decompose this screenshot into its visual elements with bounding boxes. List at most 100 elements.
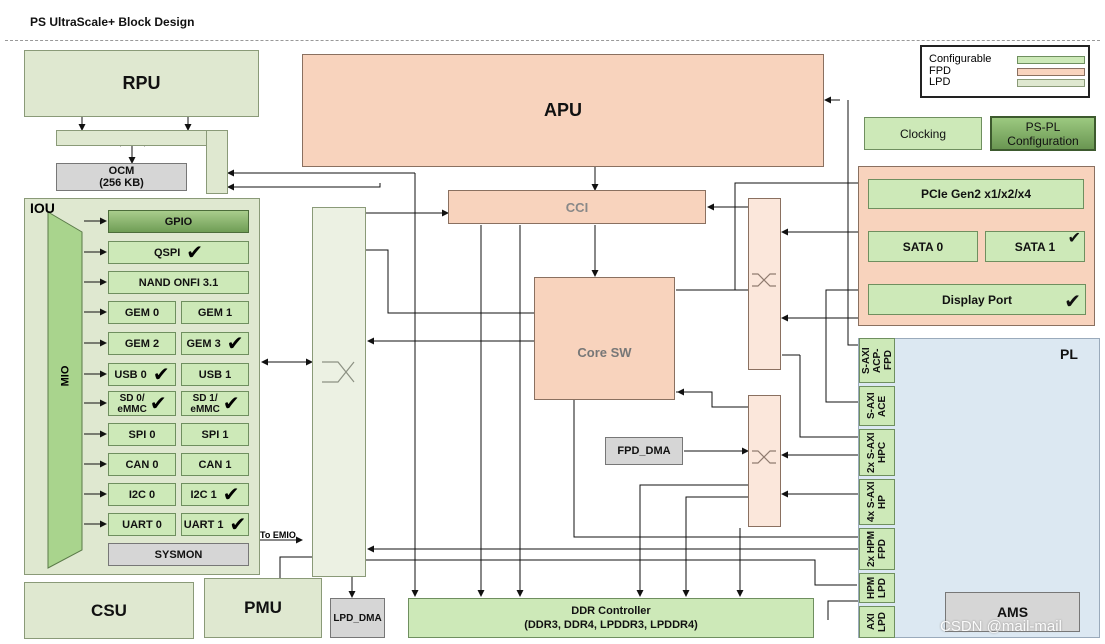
pl-port-hp-label: 4x S-AXI HP [866, 481, 888, 523]
iou-i2c1: I2C 1 ✔ [181, 483, 249, 506]
watermark: CSDN @mail-mail [940, 618, 1062, 635]
lpd-dma-block: LPD_DMA [330, 598, 385, 638]
ddr-title: DDR Controller [571, 605, 651, 617]
legend: Configurable FPD LPD [920, 45, 1090, 98]
pl-port-acp-label: S-AXI ACP-FPD [860, 347, 894, 374]
clocking-block: Clocking [864, 117, 982, 150]
core-sw-label: Core SW [577, 344, 632, 360]
iou-sd1: SD 1/eMMC ✔ [181, 391, 249, 416]
iou-usb1: USB 1 [181, 363, 249, 386]
ps-pl-configuration-block: PS-PL Configuration [990, 116, 1096, 151]
iou-sd0-line2: eMMC [117, 403, 147, 415]
ps-pl-line1: PS-PL [1025, 119, 1061, 134]
legend-lpd-swatch [1017, 79, 1085, 87]
iou-sd0-line1: SD 0/ [119, 392, 145, 404]
iou-nand: NAND ONFI 3.1 [108, 271, 249, 294]
iou-gem2: GEM 2 [108, 332, 176, 355]
iou-uart1-check-icon: ✔ [229, 513, 247, 536]
pl-port-ace: S-AXI ACE [859, 386, 895, 426]
ocm-size: (256 KB) [99, 177, 144, 189]
iou-gem1: GEM 1 [181, 301, 249, 324]
iou-can1: CAN 1 [181, 453, 249, 476]
iou-i2c1-label: I2C 1 [190, 488, 217, 501]
display-port-check-icon: ✔ [1064, 291, 1081, 313]
iou-uart0: UART 0 [108, 513, 176, 536]
legend-lpd-label: LPD [929, 76, 951, 88]
iou-sd1-line2: eMMC [190, 403, 220, 415]
iou-usb0-check-icon: ✔ [152, 363, 170, 386]
iou-sd1-check-icon: ✔ [222, 392, 240, 415]
pl-port-ace-label: S-AXI ACE [866, 392, 888, 420]
pl-port-hpc-label: 2x S-AXI HPC [866, 432, 888, 473]
iou-qspi: QSPI ✔ [108, 241, 249, 264]
ams-block: AMS [945, 592, 1080, 632]
sata1-block: SATA 1 ✔ [985, 230, 1085, 262]
iou-uart1-label: UART 1 [183, 518, 224, 531]
lpd-main-crossbar [312, 207, 366, 577]
iou-spi1: SPI 1 [181, 423, 249, 446]
csu-block: CSU [24, 582, 194, 639]
pl-port-hpm-lpd-label: HPM LPD [866, 576, 888, 600]
iou-can0: CAN 0 [108, 453, 176, 476]
apu-block: APU [302, 54, 824, 167]
iou-qspi-label: QSPI [153, 246, 181, 259]
fpd-dma-block: FPD_DMA [605, 437, 683, 465]
iou-usb0: USB 0 ✔ [108, 363, 176, 386]
iou-internal-arrows [84, 217, 107, 528]
pl-port-hpm-fpd-label: 2x HPM FPD [866, 530, 888, 568]
ocm-side-channel [206, 130, 228, 194]
legend-fpd-swatch [1017, 68, 1085, 76]
iou-i2c0: I2C 0 [108, 483, 176, 506]
pl-label: PL [1060, 346, 1078, 362]
cci-block: CCI [448, 190, 706, 224]
iou-gem0: GEM 0 [108, 301, 176, 324]
iou-usb0-label: USB 0 [114, 368, 147, 381]
pl-port-acp: S-AXI ACP-FPD [859, 338, 895, 383]
iou-qspi-check-icon: ✔ [186, 241, 204, 264]
iou-gem3-check-icon: ✔ [226, 332, 244, 355]
iou-uart1: UART 1 ✔ [181, 513, 249, 536]
iou-gem3-label: GEM 3 [186, 337, 221, 350]
legend-fpd-label: FPD [929, 65, 951, 77]
pl-port-hpm-fpd: 2x HPM FPD [859, 528, 895, 570]
iou-label: IOU [30, 200, 55, 216]
pl-port-axi-lpd-label: AXI LPD [866, 612, 888, 632]
legend-configurable-label: Configurable [929, 53, 992, 65]
iou-i2c1-check-icon: ✔ [222, 483, 240, 506]
core-sw-block [534, 277, 675, 400]
pl-region [858, 338, 1100, 638]
page-title: PS UltraScale+ Block Design [30, 15, 195, 29]
ocm-block: OCM (256 KB) [56, 163, 187, 191]
display-port-block: Display Port ✔ [868, 284, 1086, 315]
iou-sd0-check-icon: ✔ [149, 392, 167, 415]
display-port-label: Display Port [941, 292, 1013, 307]
iou-spi0: SPI 0 [108, 423, 176, 446]
pmu-block: PMU [204, 578, 322, 638]
fpd-lower-crossbar [748, 395, 781, 527]
iou-gem3: GEM 3 ✔ [181, 332, 249, 355]
iou-sd0: SD 0/eMMC ✔ [108, 391, 176, 416]
pl-port-hpm-lpd: HPM LPD [859, 573, 895, 603]
fpd-upper-crossbar [748, 198, 781, 370]
pl-port-hpc: 2x S-AXI HPC [859, 429, 895, 476]
pl-port-axi-lpd: AXI LPD [859, 606, 895, 638]
ddr-types: (DDR3, DDR4, LPDDR3, LPDDR4) [524, 619, 698, 631]
ddr-controller-block: DDR Controller (DDR3, DDR4, LPDDR3, LPDD… [408, 598, 814, 638]
ocm-switch [56, 130, 226, 146]
rpu-block: RPU [24, 50, 259, 117]
ocm-title: OCM [108, 165, 135, 177]
title-divider [5, 40, 1100, 41]
iou-sd1-line1: SD 1/ [192, 392, 218, 404]
mio-mux [47, 211, 83, 569]
pl-port-hp: 4x S-AXI HP [859, 479, 895, 525]
ps-pl-line2: Configuration [1007, 133, 1079, 148]
legend-configurable-swatch [1017, 56, 1085, 64]
sata0-block: SATA 0 [868, 231, 978, 262]
mio-label: MIO [59, 365, 72, 387]
sata1-check-icon: ✔ [1067, 230, 1081, 247]
iou-gpio: GPIO [108, 210, 249, 233]
sata1-label: SATA 1 [1014, 239, 1056, 254]
pcie-block: PCIe Gen2 x1/x2/x4 [868, 179, 1084, 209]
iou-sysmon: SYSMON [108, 543, 249, 566]
